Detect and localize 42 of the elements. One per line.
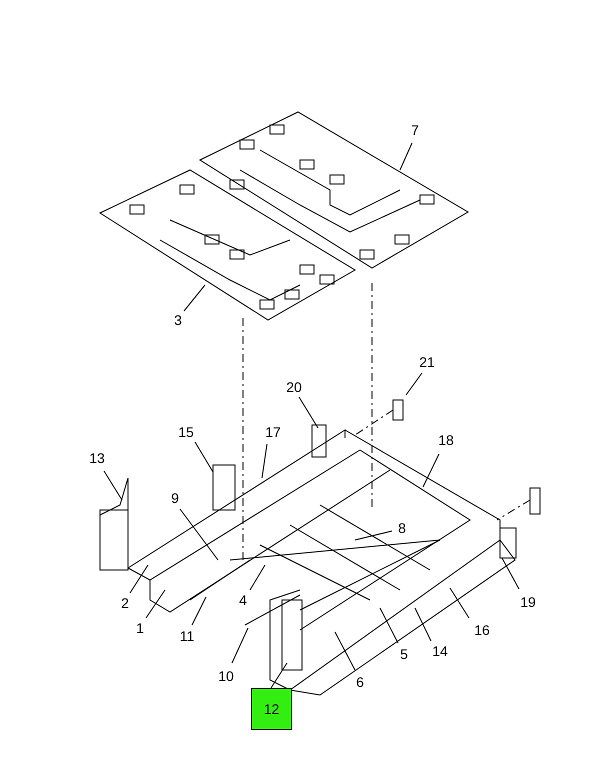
callout-number: 6 — [356, 674, 364, 690]
callout-number: 2 — [121, 595, 129, 611]
callout-number: 11 — [180, 628, 194, 644]
callout-number: 14 — [432, 643, 448, 659]
callout-number: 19 — [520, 594, 536, 610]
callout-number: 5 — [400, 646, 408, 662]
callout-number: 20 — [286, 379, 302, 395]
callout-number: 9 — [171, 490, 179, 506]
callout-number: 8 — [398, 520, 406, 536]
leader-line — [414, 608, 432, 642]
leader-line — [450, 588, 470, 618]
leader-line — [422, 454, 440, 488]
callout-number: 17 — [265, 424, 281, 440]
callout-number: 21 — [419, 354, 435, 370]
leader-line — [400, 142, 412, 170]
callout-number: 13 — [89, 450, 105, 466]
leader-line — [262, 444, 268, 478]
leader-line — [250, 564, 266, 590]
callout-number: 1 — [136, 620, 144, 636]
leader-line — [146, 590, 166, 618]
leader-line — [334, 632, 356, 670]
leader-line — [406, 372, 422, 396]
callout-number: 18 — [438, 432, 454, 448]
leader-line — [194, 442, 214, 472]
leader-line — [298, 396, 318, 428]
callout-number: 16 — [474, 622, 490, 638]
callout-number: 15 — [178, 424, 194, 440]
callout-number: 10 — [218, 668, 234, 684]
callout-number: 12 — [251, 688, 292, 730]
leader-line — [104, 470, 122, 500]
leader-line — [502, 558, 520, 590]
leader-line — [380, 608, 398, 644]
leader-line — [180, 508, 218, 560]
leader-line — [232, 628, 248, 664]
leader-line — [184, 284, 206, 312]
callout-number: 3 — [174, 312, 182, 328]
callout-number: 7 — [411, 122, 419, 138]
callout-number: 4 — [239, 592, 247, 608]
leader-line — [192, 596, 206, 626]
leader-line — [130, 564, 148, 594]
leader-line — [270, 662, 288, 688]
leader-line — [354, 530, 392, 540]
